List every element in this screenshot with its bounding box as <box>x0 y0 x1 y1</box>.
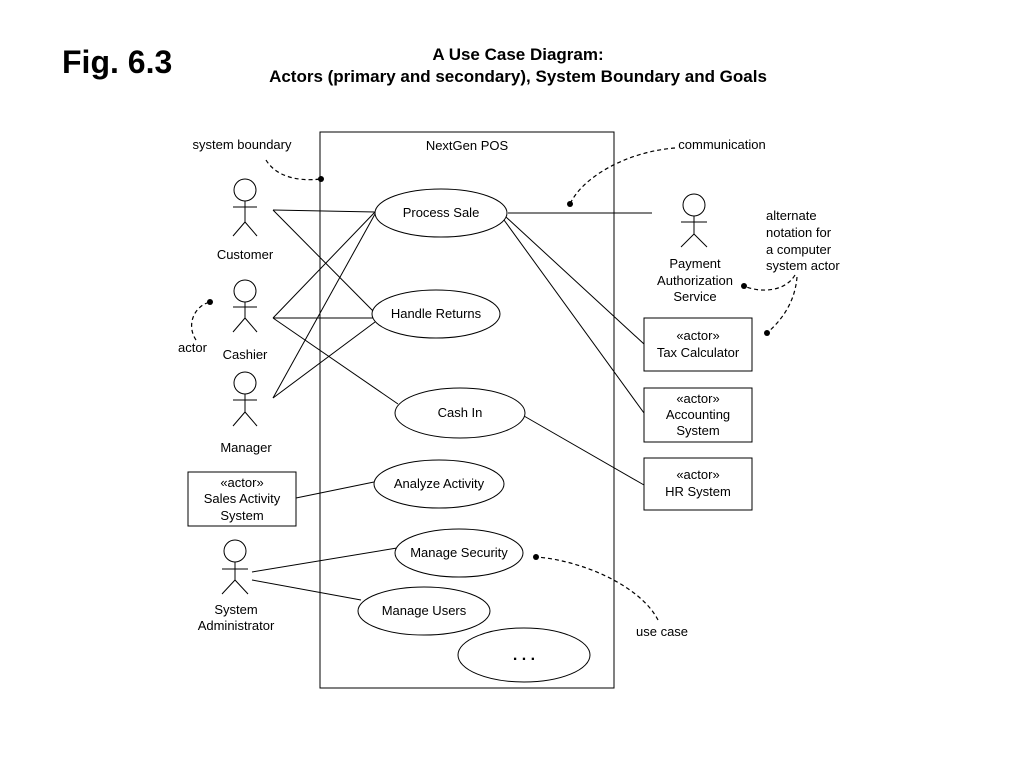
use-case-manage-users: Manage Users <box>357 586 491 636</box>
actor-box-label: HR System <box>665 484 731 499</box>
use-case-label: Cash In <box>438 405 483 420</box>
diagram-title-line-2: Actors (primary and secondary), System B… <box>269 67 767 86</box>
stick-figure-icon <box>232 279 258 333</box>
assoc-cashier-cash-in <box>272 317 399 405</box>
actor-payment-authorization-service: Payment Authorization Service <box>657 193 733 304</box>
actor-box-label-line-1: Accounting <box>666 407 730 422</box>
actor-box-label: Tax Calculator <box>657 345 740 360</box>
use-case-handle-returns: Handle Returns <box>371 289 501 339</box>
annotation-use-case: use case <box>533 554 688 639</box>
actor-stereotype: «actor» <box>676 391 719 406</box>
callout-dot <box>533 554 539 560</box>
actor-box-hr-system: «actor» HR System <box>643 457 753 511</box>
annotation-label: use case <box>636 624 688 639</box>
callout-line <box>265 159 322 181</box>
assoc-process-sale-accounting <box>503 219 645 414</box>
annotation-line-3: a computer <box>766 242 832 257</box>
assoc-manager-handle-returns <box>272 321 376 399</box>
callout-dot <box>207 299 213 305</box>
callout-line <box>191 301 211 341</box>
assoc-sysadmin-manage-users <box>251 579 362 601</box>
annotation-line-2: notation for <box>766 225 832 240</box>
assoc-process-sale-tax <box>505 216 645 345</box>
use-case-label: Manage Users <box>382 603 467 618</box>
actor-stereotype: «actor» <box>676 328 719 343</box>
use-case-label: Process Sale <box>403 205 480 220</box>
callout-dot <box>764 330 770 336</box>
actor-stereotype: «actor» <box>220 475 263 490</box>
diagram-title: A Use Case Diagram: Actors (primary and … <box>0 44 1024 88</box>
annotation-system-boundary: system boundary <box>193 137 324 182</box>
assoc-sysadmin-manage-security <box>251 547 398 573</box>
callout-line-to-tax <box>766 276 798 334</box>
actor-label-line-1: Payment <box>669 256 721 271</box>
annotation-line-1: alternate <box>766 208 817 223</box>
actor-label: Manager <box>220 440 272 455</box>
actor-label-line-2: Administrator <box>198 618 275 633</box>
actor-box-label-line-1: Sales Activity <box>204 491 281 506</box>
actor-box-label-line-2: System <box>220 508 263 523</box>
assoc-cashier-process-sale <box>272 211 376 319</box>
actor-box-sales-activity-system: «actor» Sales Activity System <box>187 471 297 527</box>
use-case-label: . . . <box>513 647 535 664</box>
stick-figure-icon <box>221 539 249 595</box>
callout-line <box>535 556 659 621</box>
actor-label: Cashier <box>223 347 268 362</box>
system-name: NextGen POS <box>426 138 509 153</box>
use-case-more: . . . <box>457 627 591 683</box>
actor-system-administrator: System Administrator <box>198 539 275 633</box>
actor-cashier: Cashier <box>223 279 268 362</box>
stick-figure-icon <box>232 178 258 237</box>
use-case-label: Handle Returns <box>391 306 482 321</box>
use-case-analyze-activity: Analyze Activity <box>373 459 505 509</box>
use-case-manage-security: Manage Security <box>394 528 524 578</box>
diagram-title-line-1: A Use Case Diagram: <box>432 45 604 64</box>
annotation-label: actor <box>178 340 208 355</box>
stick-figure-icon <box>680 193 708 248</box>
system-boundary <box>319 131 615 689</box>
use-case-label: Manage Security <box>410 545 508 560</box>
annotation-label: communication <box>678 137 765 152</box>
annotation-label: system boundary <box>193 137 292 152</box>
figure-label: Fig. 6.3 <box>62 44 173 80</box>
assoc-sales-activity-analyze <box>295 481 375 499</box>
use-case-label: Analyze Activity <box>394 476 485 491</box>
assoc-cash-in-hr <box>523 415 645 486</box>
actor-label-line-1: System <box>214 602 257 617</box>
callout-line <box>569 147 676 205</box>
stick-figure-icon <box>232 371 258 427</box>
callout-dot <box>318 176 324 182</box>
use-case-process-sale: Process Sale <box>374 188 508 238</box>
actor-box-accounting-system: «actor» Accounting System <box>643 387 753 443</box>
actor-stereotype: «actor» <box>676 467 719 482</box>
actor-box-tax-calculator: «actor» Tax Calculator <box>643 317 753 372</box>
actor-label-line-3: Service <box>673 289 716 304</box>
associations <box>251 209 652 601</box>
callout-line-to-payment <box>743 274 796 291</box>
actor-manager: Manager <box>220 371 272 455</box>
actor-customer: Customer <box>217 178 274 262</box>
annotation-communication: communication <box>567 137 766 207</box>
actor-box-label-line-2: System <box>676 423 719 438</box>
callout-dot <box>741 283 747 289</box>
annotation-alternate-notation: alternate notation for a computer system… <box>741 208 840 336</box>
annotation-line-4: system actor <box>766 258 840 273</box>
annotation-actor: actor <box>178 299 213 355</box>
use-case-cash-in: Cash In <box>394 387 526 439</box>
actor-label-line-2: Authorization <box>657 273 733 288</box>
assoc-customer-process-sale <box>272 209 376 213</box>
callout-dot <box>567 201 573 207</box>
assoc-manager-process-sale <box>272 213 376 399</box>
assoc-customer-handle-returns <box>272 209 376 314</box>
actor-label: Customer <box>217 247 274 262</box>
